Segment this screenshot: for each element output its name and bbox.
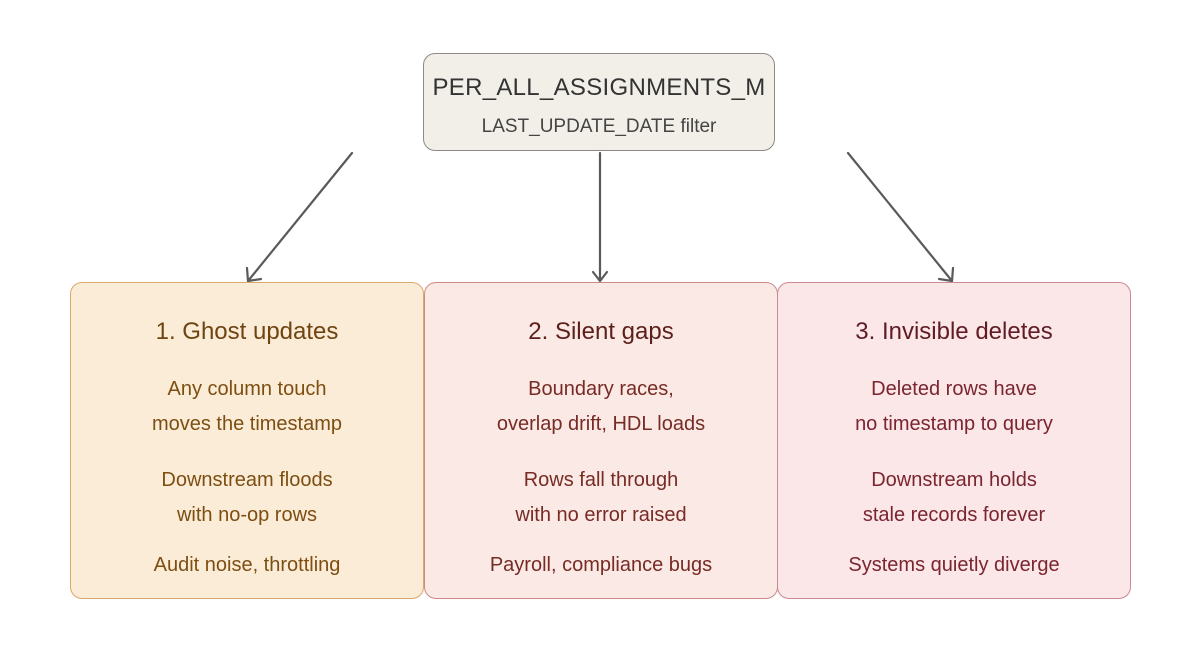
arrow-to-ghost-updates	[245, 151, 354, 283]
card-cause-line: Any column touch	[167, 378, 327, 400]
card-invisible-deletes: 3. Invisible deletes Deleted rows have n…	[777, 282, 1131, 599]
card-impact-line: Payroll, compliance bugs	[489, 554, 713, 576]
card-effect-line: with no error raised	[515, 504, 687, 526]
card-effect-line: Rows fall through	[523, 469, 679, 491]
card-impact-line: Audit noise, throttling	[153, 554, 341, 576]
card-title: 3. Invisible deletes	[855, 318, 1053, 345]
card-effect-line: Downstream floods	[161, 469, 333, 491]
arrow-to-invisible-deletes	[846, 151, 955, 283]
root-node: PER_ALL_ASSIGNMENTS_M LAST_UPDATE_DATE f…	[423, 53, 775, 151]
card-cause-line: no timestamp to query	[855, 413, 1053, 435]
card-impact-line: Systems quietly diverge	[848, 554, 1060, 576]
card-effect-line: Downstream holds	[871, 469, 1037, 491]
card-title: 2. Silent gaps	[528, 318, 674, 345]
card-ghost-updates: 1. Ghost updates Any column touch moves …	[70, 282, 424, 599]
card-effect-line: with no-op rows	[176, 504, 318, 526]
card-cause-line: Boundary races,	[528, 378, 674, 400]
card-cause-line: moves the timestamp	[151, 413, 343, 435]
root-node-title: PER_ALL_ASSIGNMENTS_M	[432, 74, 766, 101]
card-cause-line: overlap drift, HDL loads	[496, 413, 706, 435]
card-title: 1. Ghost updates	[155, 318, 339, 345]
root-node-subtitle: LAST_UPDATE_DATE filter	[481, 116, 717, 137]
card-effect-line: stale records forever	[862, 504, 1046, 526]
card-cause-line: Deleted rows have	[871, 378, 1037, 400]
arrow-to-silent-gaps	[591, 151, 609, 283]
card-silent-gaps: 2. Silent gaps Boundary races, overlap d…	[424, 282, 778, 599]
